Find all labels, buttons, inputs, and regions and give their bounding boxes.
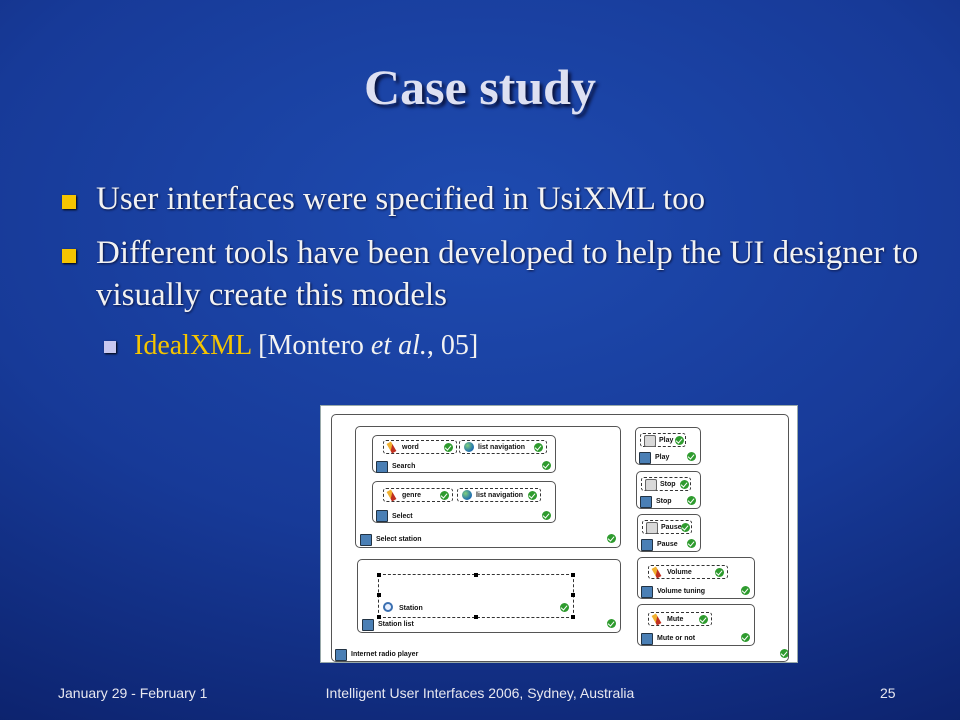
window-icon [360,534,372,546]
pencil-icon [651,613,662,626]
subbullet-marker-icon [104,341,116,353]
globe-icon [464,442,474,452]
check-icon [560,603,569,612]
volume-tuning-box: Volume Volume tuning [637,557,755,599]
bullet-list: User interfaces were specified in UsiXML… [62,178,922,364]
bullet-text: User interfaces were specified in UsiXML… [96,181,706,217]
play-box: Play Play [635,427,701,465]
station-label: Station [399,605,423,612]
window-icon [376,461,388,473]
check-icon [699,615,708,624]
select-box: genre list navigation Select [372,481,556,523]
magnifier-icon [383,602,393,612]
media-icon [645,479,657,491]
stop-chip: Stop [641,477,691,491]
list-navigation-chip: list navigation [457,488,541,502]
check-icon [680,480,689,489]
station-selection-frame: Station [377,573,575,619]
resize-handle[interactable] [571,593,575,597]
search-box: word list navigation Search [372,435,556,473]
citation-italic: et al. [370,330,427,361]
select-station-label: Select station [376,536,422,543]
subbullet-item: IdealXML [Montero et al., 05] [104,328,922,364]
mute-box: Mute Mute or not [637,604,755,646]
check-icon [681,523,690,532]
list-navigation-chip: list navigation [459,440,547,454]
window-icon [641,586,653,598]
bullet-item: Different tools have been developed to h… [62,232,922,316]
bullet-marker-icon [62,249,76,263]
mute-chip: Mute [648,612,712,626]
check-icon [687,539,696,548]
resize-handle[interactable] [474,615,478,619]
volume-chip: Volume [648,565,728,579]
citation-text-b: , 05] [426,330,479,361]
check-icon [741,633,750,642]
resize-handle[interactable] [571,573,575,577]
stop-label: Stop [656,498,672,505]
footer-conference: Intelligent User Interfaces 2006, Sydney… [325,685,635,701]
check-icon [542,461,551,470]
citation-text-a: [Montero [251,330,371,361]
check-icon [534,443,543,452]
media-icon [644,435,656,447]
check-icon [675,436,684,445]
resize-handle[interactable] [377,615,381,619]
search-label: Search [392,463,416,470]
tool-name-highlight: IdealXML [134,330,252,361]
globe-icon [462,490,472,500]
check-icon [542,511,551,520]
window-icon [641,633,653,645]
pause-label: Pause [657,541,678,548]
resize-handle[interactable] [377,593,381,597]
volume-tuning-label: Volume tuning [657,588,706,595]
check-icon [780,649,789,658]
pencil-icon [651,566,662,579]
check-icon [741,586,750,595]
stop-box: Stop Stop [636,471,701,509]
footer-date: January 29 - February 1 [58,685,208,701]
root-label: Internet radio player [351,651,419,658]
window-icon [376,510,388,522]
window-icon [362,619,374,631]
media-icon [646,522,658,534]
window-icon [335,649,347,661]
bullet-marker-icon [62,195,76,209]
check-icon [440,491,449,500]
slide-title: Case study [364,59,596,115]
bullet-item: User interfaces were specified in UsiXML… [62,178,922,220]
window-icon [639,452,651,464]
window-icon [640,496,652,508]
select-station-group: word list navigation Search genre [355,426,621,548]
check-icon [444,443,453,452]
pencil-icon [386,441,397,454]
pause-box: Pause Pause [637,514,701,552]
check-icon [715,568,724,577]
check-icon [607,619,616,628]
resize-handle[interactable] [377,573,381,577]
genre-chip: genre [383,488,453,502]
footer-page-number: 25 [880,685,896,701]
select-label: Select [392,513,413,520]
pencil-icon [386,489,397,502]
station-list-group: Station Station list [357,559,621,633]
bullet-text: Different tools have been developed to h… [96,235,919,313]
play-label: Play [655,454,670,461]
check-icon [687,496,696,505]
window-icon [641,539,653,551]
idealxml-screenshot: word list navigation Search genre [320,405,798,663]
pause-chip: Pause [642,520,692,534]
play-chip: Play [640,433,686,447]
resize-handle[interactable] [571,615,575,619]
word-chip: word [383,440,457,454]
check-icon [528,491,537,500]
mute-or-not-label: Mute or not [657,635,696,642]
resize-handle[interactable] [474,573,478,577]
station-list-label: Station list [378,621,414,628]
check-icon [607,534,616,543]
check-icon [687,452,696,461]
